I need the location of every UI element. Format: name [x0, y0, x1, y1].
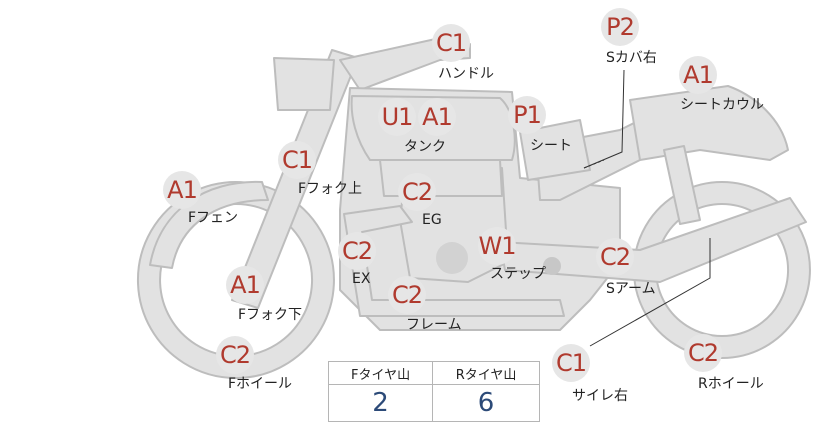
swing-arm-shape	[499, 197, 807, 283]
exhaust-label: EX	[352, 271, 371, 287]
tire-table-header-row: Fタイヤ山 Rタイヤ山	[327, 361, 540, 385]
silencer-right-grade-badge: C1	[552, 344, 590, 382]
tire-table-value-row: 2 6	[327, 384, 540, 422]
r-wheel-grade-badge: C2	[684, 334, 722, 372]
seat-label: シート	[530, 138, 572, 154]
leader-silencer	[589, 238, 711, 347]
seat-cowl-label: シートカウル	[680, 97, 764, 113]
handle-grade-badge: C1	[432, 24, 470, 62]
exhaust-shape	[343, 205, 565, 317]
front-tire-header: Fタイヤ山	[327, 361, 434, 385]
f-fork-lower-label: Fフォク下	[238, 307, 303, 323]
step-grade-badge: W1	[478, 227, 517, 265]
s-arm-label: Sアーム	[606, 281, 656, 297]
rear-tire-header: Rタイヤ山	[432, 361, 540, 385]
engine-label: EG	[422, 212, 442, 228]
f-fork-lower-grade-badge: A1	[226, 266, 264, 304]
f-wheel-label: Fホイール	[228, 376, 293, 392]
rear-tire-value: 6	[432, 384, 540, 422]
r-wheel-label: Rホイール	[698, 376, 764, 392]
step-peg	[543, 257, 561, 275]
tank-grade-badge-1: U1	[378, 98, 416, 136]
s-cover-right-label: Sカバ右	[606, 50, 657, 66]
silencer-right-label: サイレ右	[572, 388, 628, 404]
leader-s-cover	[583, 69, 625, 169]
leader-s-cover-dash	[583, 159, 605, 169]
side-cover-shape	[519, 119, 591, 181]
step-label: ステップ	[490, 266, 546, 282]
f-fender-label: Fフェン	[188, 210, 239, 226]
seat-cowl-shape	[629, 85, 789, 161]
seat-cowl-grade-badge: A1	[679, 56, 717, 94]
handle-label: ハンドル	[438, 66, 494, 82]
frame-label: フレーム	[406, 317, 462, 333]
f-wheel-grade-badge: C2	[216, 336, 254, 374]
tire-tread-table: Fタイヤ山 Rタイヤ山 2 6	[327, 361, 540, 422]
headlight-shape	[273, 57, 335, 111]
engine-hub	[436, 242, 468, 274]
seat-grade-badge: P1	[508, 96, 546, 134]
exhaust-grade-badge: C2	[338, 232, 376, 270]
tank-grade-badge-2: A1	[418, 98, 456, 136]
s-arm-grade-badge: C2	[596, 238, 634, 276]
f-fender-grade-badge: A1	[163, 171, 201, 209]
f-fork-upper-label: Fフォク上	[298, 181, 363, 197]
front-tire-value: 2	[327, 384, 434, 422]
f-fork-upper-grade-badge: C1	[278, 141, 316, 179]
rear-shock-shape	[663, 145, 701, 225]
s-cover-right-grade-badge: P2	[601, 8, 639, 46]
tank-label: タンク	[404, 139, 446, 155]
frame-grade-badge: C2	[388, 276, 426, 314]
engine-grade-badge: C2	[398, 173, 436, 211]
front-fender-shape	[149, 180, 269, 269]
